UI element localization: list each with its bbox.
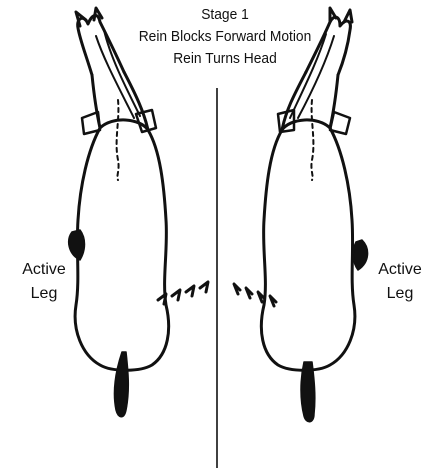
left-active-leg-label: Active Leg — [14, 258, 74, 306]
stage-line-2: Rein Turns Head — [110, 48, 340, 70]
left-horse-hand-left — [82, 112, 100, 134]
right-horse-active-leg — [353, 240, 367, 270]
right-horse-hand-right — [330, 112, 350, 134]
stage-caption: Stage 1 Rein Blocks Forward Motion Rein … — [110, 4, 340, 70]
left-horse-mane — [117, 100, 119, 180]
right-active-leg-label: Active Leg — [370, 258, 430, 306]
left-horse-active-leg — [69, 230, 85, 260]
left-label-line-1: Active — [14, 258, 74, 282]
right-horse-body — [261, 120, 355, 370]
right-horse-tail — [301, 362, 315, 422]
stage-title: Stage 1 — [110, 4, 340, 26]
left-horse-body — [75, 120, 169, 370]
left-horse-tail — [114, 352, 128, 417]
right-horse-mane — [311, 100, 313, 180]
right-horse — [261, 8, 367, 422]
left-label-line-2: Leg — [14, 282, 74, 306]
right-label-line-1: Active — [370, 258, 430, 282]
right-label-line-2: Leg — [370, 282, 430, 306]
right-motion-arrows — [234, 284, 276, 306]
stage-line-1: Rein Blocks Forward Motion — [110, 26, 340, 48]
